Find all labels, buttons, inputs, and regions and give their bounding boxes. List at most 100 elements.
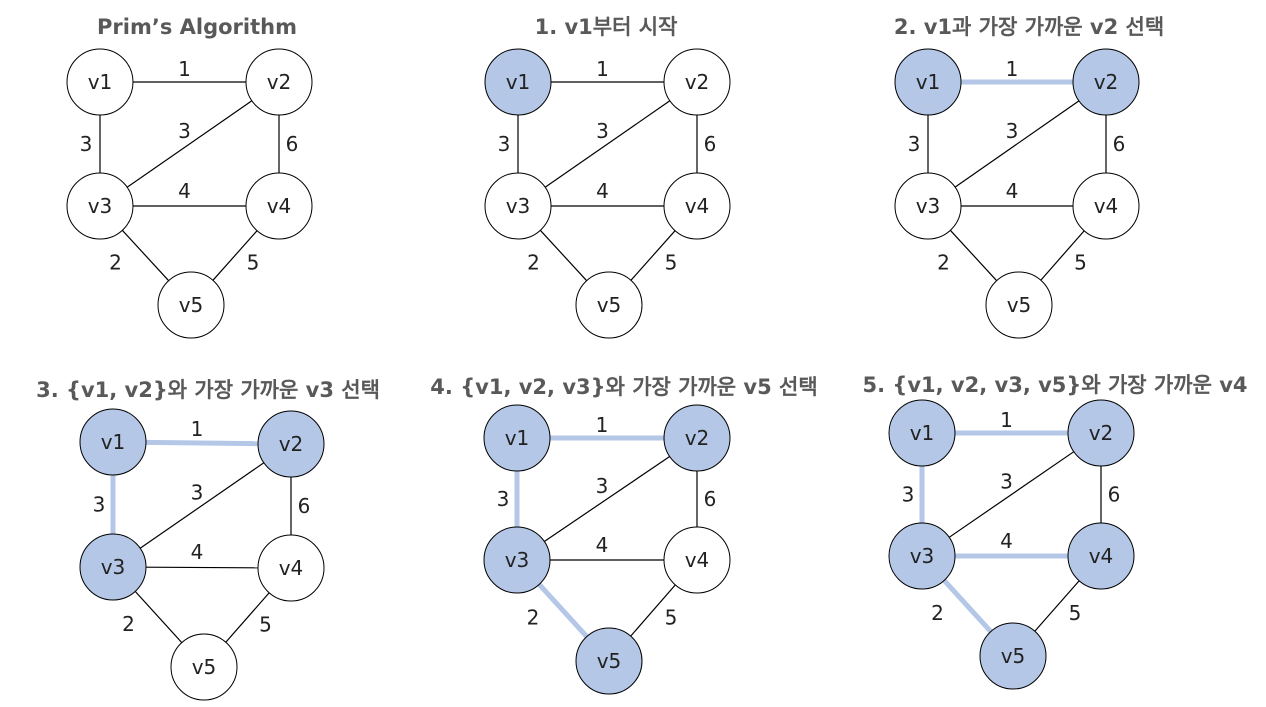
- node-v4: [245, 172, 313, 240]
- edge-v1-v2-selected: [145, 439, 259, 447]
- edge-weight-v3-v5: 2: [109, 251, 122, 275]
- node-label-v2: v2: [267, 70, 292, 94]
- edge-weight-v3-v4: 4: [191, 540, 204, 564]
- edge-v4-v5: [630, 230, 676, 281]
- edge-v2-v3: [543, 456, 671, 542]
- edge-weight-v4-v5: 5: [665, 251, 678, 275]
- node-label-v2: v2: [685, 426, 710, 450]
- edge-weight-v2-v3: 3: [596, 474, 609, 498]
- node-label-v2: v2: [1089, 421, 1114, 445]
- edge-v4-v5: [212, 230, 258, 281]
- node-label-v5: v5: [1007, 293, 1032, 317]
- node-v3: [484, 172, 552, 240]
- edge-weight-v1-v3: 3: [497, 487, 510, 511]
- edge-v4-v5: [1040, 230, 1085, 281]
- node-label-v1: v1: [910, 421, 935, 445]
- edge-v2-v3: [948, 451, 1075, 538]
- edge-v4-v5: [630, 584, 676, 637]
- node-label-v1: v1: [916, 70, 941, 94]
- node-v3-selected: [888, 522, 956, 590]
- edge-weight-v1-v2: 1: [596, 57, 609, 81]
- edge-v2-v3: [139, 462, 265, 549]
- edge-v2-v3: [126, 100, 253, 188]
- node-label-v5: v5: [192, 655, 217, 679]
- node-v4: [663, 172, 731, 240]
- panel-4: 4. {v1, v2, v3}와 가장 가까운 v5 선택 1 3 3 6 4 2 5 v1 v2…: [430, 375, 818, 695]
- node-label-v2: v2: [279, 432, 304, 456]
- edge-weight-v2-v4: 6: [286, 132, 299, 156]
- node-v3-selected: [483, 526, 551, 594]
- edge-weight-v1-v2: 1: [178, 57, 191, 81]
- node-v1-selected: [888, 399, 956, 467]
- node-v5: [575, 271, 643, 339]
- node-v4: [1072, 172, 1140, 240]
- edge-weight-v2-v4: 6: [1108, 483, 1121, 507]
- edge-weight-v3-v4: 4: [1000, 529, 1013, 553]
- panel-title: 1. v1부터 시작: [535, 15, 678, 39]
- panel-title: Prim’s Algorithm: [97, 15, 297, 39]
- node-v4-selected: [1067, 522, 1135, 590]
- edge-weight-v1-v2: 1: [596, 413, 609, 437]
- edge-v3-v5-selected: [537, 582, 589, 639]
- edge-weight-v3-v5: 2: [931, 601, 944, 625]
- edge-weight-v2-v4: 6: [704, 487, 717, 511]
- edge-weight-v3-v5: 2: [937, 251, 950, 275]
- node-v3: [894, 172, 962, 240]
- node-label-v4: v4: [685, 194, 710, 218]
- node-label-v3: v3: [916, 194, 941, 218]
- edge-weight-v4-v5: 5: [1069, 601, 1082, 625]
- node-v5: [985, 271, 1053, 339]
- panel-title: 4. {v1, v2, v3}와 가장 가까운 v5 선택: [430, 375, 817, 399]
- node-v3-selected: [79, 533, 147, 601]
- node-label-v5: v5: [597, 649, 622, 673]
- panel-title: 3. {v1, v2}와 가장 가까운 v3 선택: [36, 378, 380, 402]
- edge-weight-v1-v3: 3: [80, 132, 93, 156]
- edge-weight-v1-v2: 1: [191, 417, 204, 441]
- node-v1-selected: [484, 48, 552, 116]
- edge-weight-v4-v5: 5: [1074, 251, 1087, 275]
- node-label-v1: v1: [101, 430, 126, 454]
- edge-weight-v3-v4: 4: [596, 179, 609, 203]
- edge-weight-v3-v4: 4: [178, 179, 191, 203]
- node-label-v3: v3: [88, 194, 113, 218]
- edge-v4-v5: [1034, 580, 1080, 632]
- edge-weight-v3-v5: 2: [122, 612, 135, 636]
- edge-v3-v4: [145, 566, 259, 569]
- edge-weight-v3-v4: 4: [596, 533, 609, 557]
- edge-weight-v4-v5: 5: [247, 251, 260, 275]
- edge-weight-v2-v3: 3: [178, 119, 191, 143]
- node-label-v2: v2: [685, 70, 710, 94]
- node-v2-selected: [663, 404, 731, 472]
- edge-weight-v4-v5: 5: [259, 613, 272, 637]
- edge-weight-v1-v3: 3: [908, 132, 921, 156]
- edge-weight-v2-v4: 6: [704, 132, 717, 156]
- node-v2-selected: [1072, 48, 1140, 116]
- edge-v3-v5-selected: [942, 578, 993, 634]
- edge-weight-v3-v5: 2: [527, 606, 540, 630]
- edge-weight-v4-v5: 5: [665, 606, 678, 630]
- panel-title: 5. {v1, v2, v3, v5}와 가장 가까운 v4: [862, 373, 1247, 397]
- node-label-v2: v2: [1094, 70, 1119, 94]
- edge-v4-v5: [225, 592, 270, 643]
- edge-weight-v2-v4: 6: [298, 494, 311, 518]
- edge-v2-v3: [954, 100, 1080, 188]
- node-label-v4: v4: [279, 556, 304, 580]
- node-label-v4: v4: [1089, 544, 1114, 568]
- node-label-v1: v1: [506, 70, 531, 94]
- node-label-v1: v1: [505, 426, 530, 450]
- edge-v2-v3: [544, 100, 671, 188]
- node-label-v5: v5: [597, 293, 622, 317]
- node-label-v3: v3: [910, 544, 935, 568]
- edge-weight-v1-v2: 1: [1000, 408, 1013, 432]
- edge-weight-v2-v3: 3: [191, 481, 204, 505]
- node-v5: [157, 271, 225, 339]
- node-label-v5: v5: [1001, 644, 1026, 668]
- node-v4: [663, 526, 731, 594]
- edge-v3-v5: [134, 591, 183, 643]
- panel-title: 2. v1과 가장 가까운 v2 선택: [894, 15, 1164, 39]
- edge-weight-v3-v5: 2: [527, 251, 540, 275]
